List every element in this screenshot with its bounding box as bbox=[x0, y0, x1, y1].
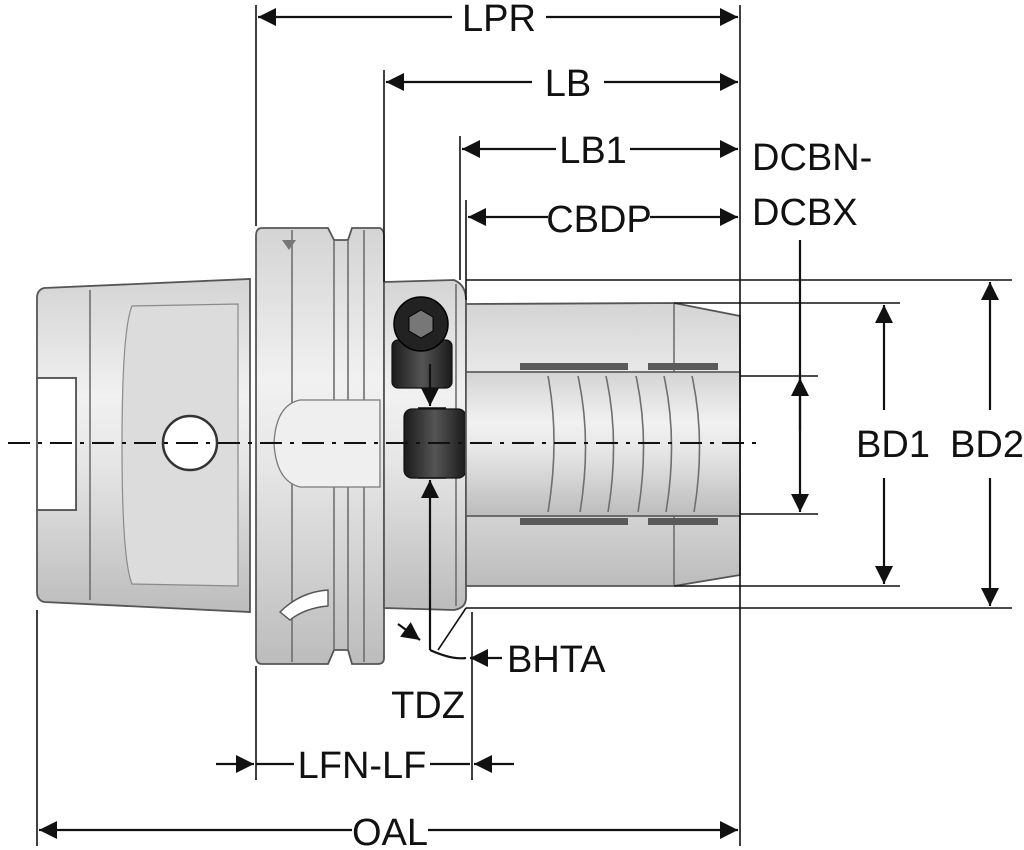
dim-tdz: TDZ bbox=[391, 364, 465, 727]
dim-lfn-lf: LFN-LF bbox=[216, 745, 514, 787]
dim-bd1: BD1 bbox=[856, 305, 930, 584]
dim-lb1: LB1 bbox=[462, 130, 738, 172]
label-dcbn: DCBN- bbox=[752, 137, 872, 179]
label-lfn-lf: LFN-LF bbox=[298, 745, 427, 787]
label-bd1: BD1 bbox=[856, 424, 930, 466]
holder-body bbox=[36, 227, 741, 665]
dim-cbdp: CBDP bbox=[468, 199, 738, 241]
dim-bd2: BD2 bbox=[950, 282, 1024, 606]
flange-cutout bbox=[278, 589, 329, 621]
orientation-notch bbox=[282, 240, 296, 250]
label-bhta: BHTA bbox=[507, 639, 606, 681]
label-cbdp: CBDP bbox=[546, 199, 652, 241]
coolant-bore bbox=[273, 399, 381, 488]
dim-dcbn-dcbx: DCBN- DCBX bbox=[752, 137, 872, 512]
label-lpr: LPR bbox=[462, 0, 536, 40]
dim-lb: LB bbox=[386, 63, 738, 105]
extension-lines bbox=[36, 5, 1012, 846]
clamping-screw bbox=[391, 296, 453, 389]
label-bd2: BD2 bbox=[950, 424, 1024, 466]
dim-oal: OAL bbox=[39, 812, 738, 850]
label-tdz: TDZ bbox=[391, 685, 465, 727]
label-lb1: LB1 bbox=[559, 130, 627, 172]
label-lb: LB bbox=[545, 63, 591, 105]
dim-bhta: BHTA bbox=[397, 622, 606, 681]
label-oal: OAL bbox=[352, 812, 428, 850]
dim-lpr: LPR bbox=[258, 0, 738, 40]
label-dcbx: DCBX bbox=[752, 192, 858, 234]
